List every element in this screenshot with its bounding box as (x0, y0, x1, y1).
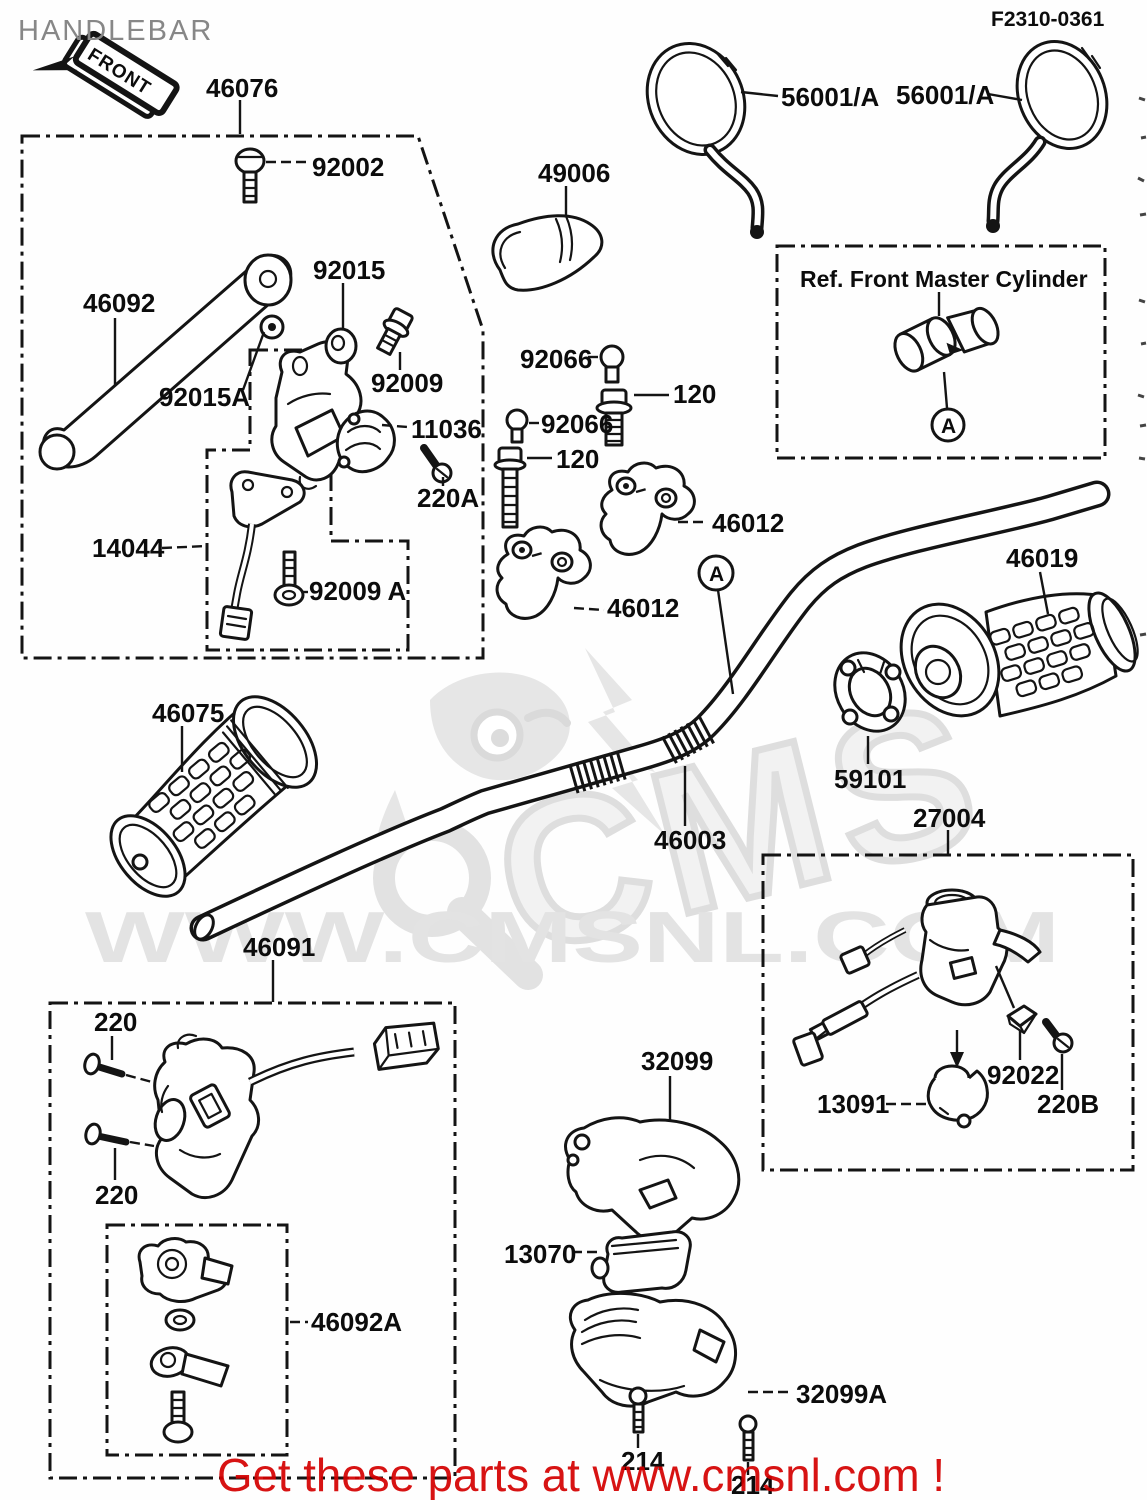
lever-holder-kit-drawing (137, 1237, 234, 1444)
part-label-11036[interactable]: 11036 (411, 414, 482, 444)
part-label-92015A[interactable]: 92015A (159, 382, 250, 412)
throttle-grip-drawing (899, 591, 1139, 718)
scan-artifacts (1137, 96, 1147, 637)
part-label-56001-b[interactable]: 56001/A (896, 80, 995, 110)
part-label-46091[interactable]: 46091 (243, 932, 315, 962)
bracket-14044-drawing (218, 470, 306, 641)
master-cylinder-clamp-drawing (893, 306, 1000, 373)
throttle-pipe-13091-drawing (926, 1030, 989, 1129)
part-label-214-a[interactable]: 214 (621, 1446, 665, 1476)
part-label-46019[interactable]: 46019 (1006, 543, 1078, 573)
switch-cover-32099-drawing (564, 1116, 741, 1241)
part-label-92022[interactable]: 92022 (987, 1060, 1059, 1090)
part-label-56001-a[interactable]: 56001/A (781, 82, 880, 112)
clutch-lever-drawing (38, 253, 293, 471)
clamp-11036-drawing (335, 409, 396, 474)
part-label-92009[interactable]: 92009 (371, 368, 443, 398)
part-label-220-a[interactable]: 220 (94, 1007, 137, 1037)
part-label-27004[interactable]: 27004 (913, 803, 986, 833)
page-title: HANDLEBAR (18, 15, 213, 47)
part-label-120-b[interactable]: 120 (556, 444, 599, 474)
screw-220A-drawing (420, 444, 453, 484)
handlebar-tube-drawing (189, 480, 1111, 942)
switch-cover-32099A-drawing (569, 1291, 738, 1408)
part-label-92066-b[interactable]: 92066 (541, 409, 613, 439)
leader-lines (110, 90, 1064, 1475)
group-box-46091 (48, 1001, 457, 1480)
svg-text:A: A (709, 563, 724, 586)
left-grip-waffle-pattern (148, 719, 289, 849)
screw-214-a-drawing (628, 1386, 648, 1434)
part-label-46012-a[interactable]: 46012 (712, 508, 784, 538)
part-label-46012-b[interactable]: 46012 (607, 593, 679, 623)
bar-clamp-lower-drawing (495, 525, 592, 620)
bolt-92002-drawing (234, 147, 266, 204)
part-label-46076[interactable]: 46076 (206, 73, 278, 103)
left-grip-drawing (109, 695, 319, 898)
throttle-grip-waffle-pattern (989, 606, 1095, 698)
bolt-92009-drawing (376, 307, 414, 356)
group-box-27004 (761, 853, 1135, 1172)
part-label-220-b[interactable]: 220 (95, 1180, 138, 1210)
part-label-92009A[interactable]: 92009 A (309, 576, 407, 606)
part-label-92015[interactable]: 92015 (313, 255, 385, 285)
part-label-220B[interactable]: 220B (1037, 1089, 1099, 1119)
bolt-120-b-drawing (493, 446, 527, 529)
knurl-marks-right (661, 716, 715, 764)
part-label-214-b[interactable]: 214 (731, 1470, 775, 1500)
ref-master-cylinder-box (775, 244, 1107, 460)
part-label-14044[interactable]: 14044 (92, 533, 165, 563)
bar-clamp-upper-drawing (599, 461, 696, 556)
throttle-assy-27004-drawing (792, 888, 1074, 1129)
part-label-46092A[interactable]: 46092A (311, 1307, 402, 1337)
plug-92066-a-drawing (599, 344, 625, 384)
callout-a-ref: A (930, 407, 966, 443)
washer-92015-drawing (324, 327, 358, 365)
bracket-13070-drawing (590, 1230, 692, 1294)
ref-master-cylinder-label: Ref. Front Master Cylinder (800, 266, 1088, 292)
screw-92009A-drawing (273, 550, 305, 607)
diagram-code: F2310-0361 (991, 8, 1105, 31)
cmsnl-promo-link[interactable]: Get these parts at www.cmsnl.com ! (217, 1449, 945, 1500)
screw-214-b-drawing (738, 1414, 758, 1462)
cms-watermark: CMS WWW.CMSNL.COM (85, 648, 1060, 1001)
plug-92066-b-drawing (505, 408, 529, 444)
part-label-46075[interactable]: 46075 (152, 698, 224, 728)
lever-boot-drawing (491, 214, 604, 292)
part-labels: 46076 92002 46092 92015 92009 92015A 110… (83, 73, 1099, 1500)
part-label-220A[interactable]: 220A (417, 483, 479, 513)
group-box-46092A (105, 1223, 289, 1457)
part-label-92002[interactable]: 92002 (312, 152, 384, 182)
bolt-120-a-drawing (595, 388, 633, 447)
knurl-marks-left (568, 750, 627, 794)
part-label-120-a[interactable]: 120 (673, 379, 716, 409)
part-label-46092[interactable]: 46092 (83, 288, 155, 318)
group-box-46076 (20, 134, 485, 660)
part-label-92066-a[interactable]: 92066 (520, 344, 592, 374)
part-label-13070[interactable]: 13070 (504, 1239, 576, 1269)
part-label-59101[interactable]: 59101 (834, 764, 906, 794)
part-label-32099[interactable]: 32099 (641, 1046, 713, 1076)
part-label-13091[interactable]: 13091 (817, 1089, 889, 1119)
front-arrow-icon (32, 56, 78, 71)
switch-assy-46091-drawing (83, 1021, 440, 1199)
mirror-left-drawing (645, 42, 765, 239)
svg-text:A: A (941, 415, 956, 438)
part-label-49006[interactable]: 49006 (538, 158, 610, 188)
part-label-46003[interactable]: 46003 (654, 825, 726, 855)
mirror-right-drawing (986, 40, 1109, 233)
part-label-32099A[interactable]: 32099A (796, 1379, 887, 1409)
throttle-ring-59101-drawing (833, 651, 907, 733)
callout-a-bar: A (697, 554, 735, 592)
